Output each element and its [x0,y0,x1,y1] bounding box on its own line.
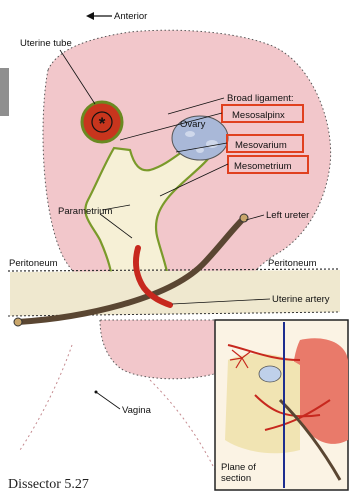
broad-ligament-heading: Broad ligament: [227,93,294,104]
tube-lumen-star-icon: * [99,114,106,133]
plane-of-section-label-1: Plane of [221,462,256,473]
mesovarium-label: Mesovarium [235,140,287,151]
plane-of-section-label-2: section [221,473,251,484]
pelvic-floor-band [10,270,340,316]
left-ureter-label: Left ureter [266,210,309,221]
left-edge-fragment [0,68,9,116]
ureter-end-right [240,214,248,222]
parametrium-label: Parametrium [58,206,112,217]
vagina-dotted-right [150,380,215,470]
uterine-artery-label: Uterine artery [272,294,330,305]
inset-ovary [259,366,281,382]
figure-caption: Dissector 5.27 [8,477,89,492]
vagina-leader [96,392,120,409]
anterior-label: Anterior [114,11,147,22]
peritoneum-left-label: Peritoneum [9,258,58,269]
vagina-dotted-left [20,345,72,450]
uterine-tube-label: Uterine tube [20,38,72,49]
vagina-label: Vagina [122,405,152,416]
peritoneum-right-label: Peritoneum [268,258,317,269]
ureter-end-left [14,318,22,326]
inset-panel: Plane of section [215,320,348,490]
mesosalpinx-label: Mesosalpinx [232,110,285,121]
mesometrium-label: Mesometrium [234,161,292,172]
anterior-arrow [86,12,112,20]
